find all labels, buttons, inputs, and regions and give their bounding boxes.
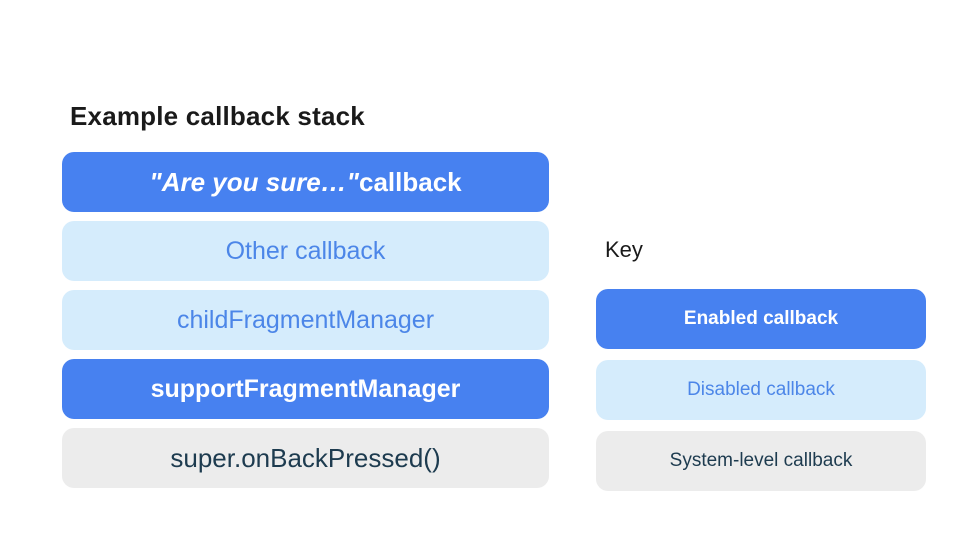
key-system-level-callback-label: System-level callback: [669, 450, 853, 471]
child-fragment-manager-label: childFragmentManager: [176, 305, 435, 334]
stack-box-other-callback: Other callback: [62, 221, 549, 281]
key-enabled-callback-label: Enabled callback: [683, 308, 839, 329]
super-on-back-pressed-label: super.onBackPressed(): [170, 442, 441, 473]
key-title: Key: [605, 237, 643, 262]
other-callback-label: Other callback: [225, 236, 386, 265]
key-box-enabled-callback: Enabled callback: [596, 289, 926, 349]
are-you-sure-rest-text: callback: [358, 166, 462, 197]
support-fragment-manager-label: supportFragmentManager: [150, 374, 461, 403]
page-title: Example callback stack: [70, 101, 365, 131]
stack-box-child-fragment-manager: childFragmentManager: [62, 290, 549, 350]
stack-box-support-fragment-manager: supportFragmentManager: [62, 359, 549, 419]
key-disabled-callback-label: Disabled callback: [687, 379, 835, 400]
stack-box-are-you-sure-callback: "Are you sure…" callback: [62, 152, 549, 212]
key-box-system-level-callback: System-level callback: [596, 431, 926, 491]
are-you-sure-quoted-text: "Are you sure…": [149, 166, 359, 197]
key-box-disabled-callback: Disabled callback: [596, 360, 926, 420]
stack-box-super-on-back-pressed: super.onBackPressed(): [62, 428, 549, 488]
